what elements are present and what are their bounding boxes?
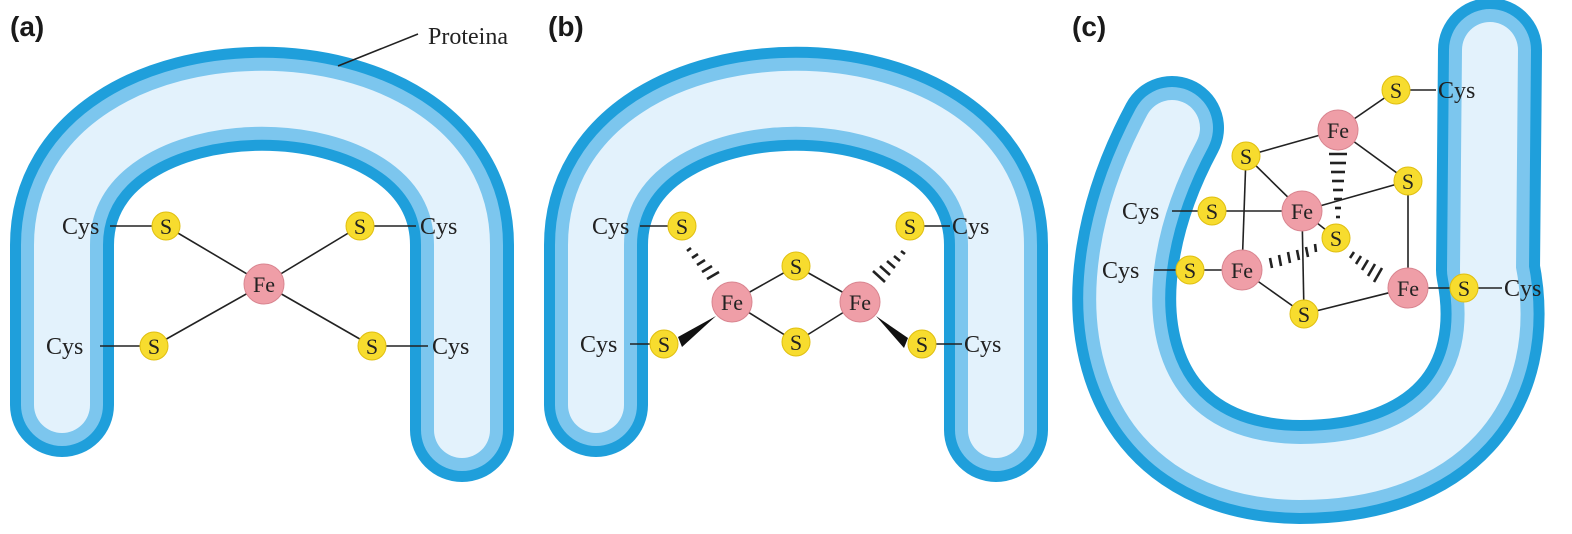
sulfur-atom [1231,141,1261,171]
iron-atom [711,281,753,323]
iron-label: Fe [721,290,743,315]
cys-label: Cys [964,332,1001,358]
iron-atom [1281,190,1323,232]
protein-band-c [1072,0,1545,524]
iron-atom [1221,249,1263,291]
sulfur-atom [649,329,679,359]
cys-label: Cys [46,334,83,360]
cys-label: Cys [62,214,99,240]
sulfur-label: S [1330,226,1342,251]
iron-label: Fe [1397,276,1419,301]
iron-atom [243,263,285,305]
sulfur-atom [781,327,811,357]
iron-atom [1387,267,1429,309]
sulfur-label: S [904,214,916,239]
sulfur-atom [907,329,937,359]
sulfur-atom [1449,273,1479,303]
iron-label: Fe [849,290,871,315]
sulfur-label: S [1240,144,1252,169]
cys-label: Cys [1102,258,1139,284]
sulfur-atom [1289,299,1319,329]
iron-label: Fe [1231,258,1253,283]
hashed-bond [1329,152,1347,219]
cys-label: Cys [1504,276,1541,302]
panel-b: (b) Cys Cys Cys Cys S [544,11,1048,482]
sulfur-label: S [1402,169,1414,194]
sulfur-label: S [1390,78,1402,103]
sulfur-label: S [1184,258,1196,283]
sulfur-label: S [160,214,172,239]
sulfur-label: S [658,332,670,357]
panel-a: (a) Proteina Cys Cys Cys Cys S S S S Fe [10,11,514,482]
sulfur-label: S [1298,302,1310,327]
protein-leader-line [337,33,419,67]
sulfur-atom [1393,166,1423,196]
cys-label: Cys [1122,199,1159,225]
protein-label: Proteina [428,24,508,50]
sulfur-label: S [1206,199,1218,224]
cys-label: Cys [592,214,629,240]
iron-label: Fe [253,272,275,297]
sulfur-label: S [916,332,928,357]
cys-label: Cys [432,334,469,360]
protein-band-b [544,46,1048,482]
cys-label: Cys [952,214,989,240]
sulfur-label: S [1458,276,1470,301]
sulfur-atom [1381,75,1411,105]
sulfur-atom [357,331,387,361]
sulfur-label: S [354,214,366,239]
iron-atom [839,281,881,323]
hashed-bond [1268,243,1318,269]
sulfur-atom [139,331,169,361]
iron-atom [1317,109,1359,151]
sulfur-label: S [676,214,688,239]
sulfur-atom [667,211,697,241]
sulfur-label: S [366,334,378,359]
sulfur-label: S [790,330,802,355]
panel-label-a: (a) [10,11,44,42]
cys-label: Cys [580,332,617,358]
panel-label-c: (c) [1072,11,1106,42]
sulfur-label: S [790,254,802,279]
sulfur-atom [151,211,181,241]
cys-label: Cys [420,214,457,240]
sulfur-atom [781,251,811,281]
sulfur-atom [1197,196,1227,226]
wedge-bond [876,316,908,348]
sulfur-atom [895,211,925,241]
panel-c: (c) [1072,0,1545,524]
iron-label: Fe [1327,118,1349,143]
iron-label: Fe [1291,199,1313,224]
sulfur-label: S [148,334,160,359]
sulfur-atom [1321,223,1351,253]
sulfur-atom [345,211,375,241]
protein-band-a [10,46,514,482]
sulfur-atom [1175,255,1205,285]
hashed-bond [872,249,906,283]
panel-label-b: (b) [548,11,584,42]
hashed-bond [1348,251,1384,283]
cys-label: Cys [1438,78,1475,104]
wedge-bond [678,316,716,347]
hashed-bond [686,246,720,281]
